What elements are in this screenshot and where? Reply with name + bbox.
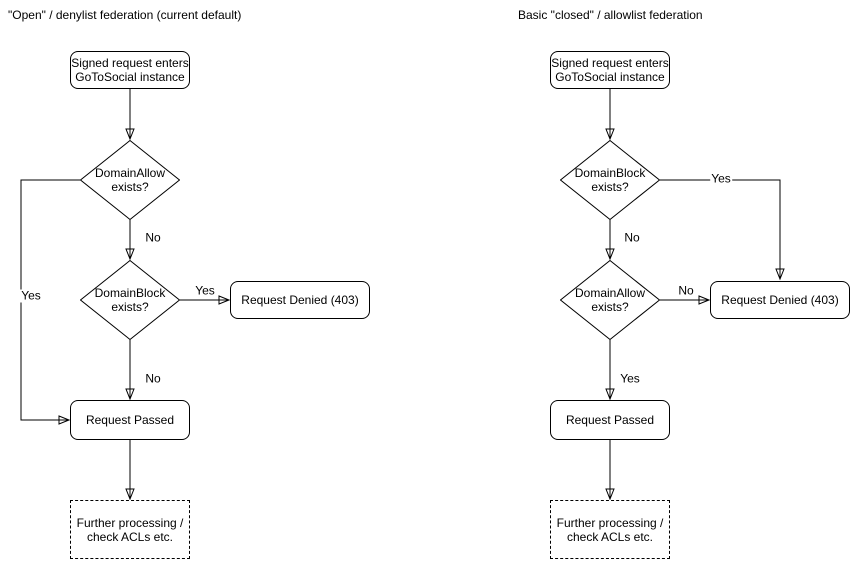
right-passed-node: Request Passed: [550, 400, 670, 440]
diamond-shape: [80, 140, 180, 220]
right-decision2-label: DomainAllow exists?: [574, 286, 646, 314]
right-further-processing-node: Further processing / check ACLs etc.: [550, 500, 670, 559]
left-passed-node: Request Passed: [70, 400, 190, 440]
edge-right-decision1-yes-to-denied: [660, 179, 785, 281]
left-passed-label: Request Passed: [85, 413, 175, 427]
right-denied-node: Request Denied (403): [710, 281, 850, 319]
left-decision1-label: DomainAllow exists?: [94, 166, 166, 194]
right-decision1-no-label: No: [623, 230, 641, 245]
right-decision1-label: DomainBlock exists?: [574, 166, 646, 194]
left-further-processing-label: Further processing / check ACLs etc.: [76, 515, 184, 544]
right-start-label: Signed request enters GoToSocial instanc…: [551, 56, 669, 84]
left-chart-title: "Open" / denylist federation (current de…: [8, 8, 242, 22]
left-denied-label: Request Denied (403): [241, 293, 359, 307]
right-decision2-no-label: No: [677, 283, 695, 298]
diamond-shape: [80, 260, 180, 340]
left-decision1-domainallow: DomainAllow exists?: [80, 140, 180, 220]
left-further-processing-node: Further processing / check ACLs etc.: [70, 500, 190, 559]
left-start-label: Signed request enters GoToSocial instanc…: [71, 56, 189, 84]
left-start-node: Signed request enters GoToSocial instanc…: [70, 51, 190, 89]
right-decision2-yes-label: Yes: [619, 371, 641, 386]
left-decision1-yes-label: Yes: [20, 288, 42, 303]
diamond-shape: [560, 260, 660, 340]
right-decision1-domainblock: DomainBlock exists?: [560, 140, 660, 220]
left-decision2-label: DomainBlock exists?: [94, 286, 166, 314]
left-decision2-yes-label: Yes: [194, 283, 216, 298]
right-denied-label: Request Denied (403): [721, 293, 839, 307]
left-decision2-no-label: No: [144, 371, 162, 386]
left-decision2-domainblock: DomainBlock exists?: [80, 260, 180, 340]
left-decision1-no-label: No: [144, 230, 162, 245]
right-further-processing-label: Further processing / check ACLs etc.: [556, 515, 664, 544]
right-start-node: Signed request enters GoToSocial instanc…: [550, 51, 670, 89]
right-decision2-domainallow: DomainAllow exists?: [560, 260, 660, 340]
diamond-shape: [560, 140, 660, 220]
left-denied-node: Request Denied (403): [230, 281, 370, 319]
right-passed-label: Request Passed: [565, 413, 655, 427]
right-chart-title: Basic "closed" / allowlist federation: [518, 8, 703, 22]
right-decision1-yes-label: Yes: [710, 171, 732, 186]
